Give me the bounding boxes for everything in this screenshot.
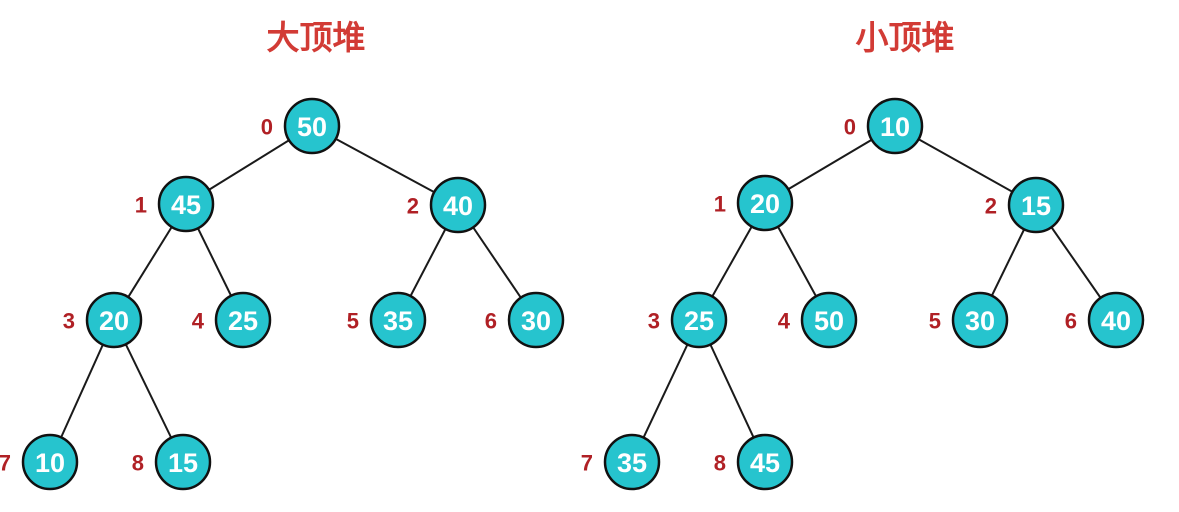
max-heap-node-index-7: 7 xyxy=(0,451,11,476)
max-heap-node-circle-1 xyxy=(157,175,215,233)
min-heap-node-circle-3 xyxy=(670,291,728,349)
min-heap-node-index-5: 5 xyxy=(929,309,941,334)
max-heap-node-value-4: 25 xyxy=(228,306,258,336)
max-heap-node-index-5: 5 xyxy=(347,309,359,334)
max-heap-node-circle-6 xyxy=(507,291,565,349)
min-heap-node-circle-1 xyxy=(736,174,794,232)
max-heap-node-circle-7 xyxy=(21,433,79,491)
min-heap-node-circle-6 xyxy=(1087,291,1145,349)
max-heap-node-value-6: 30 xyxy=(521,306,551,336)
min-heap-node-value-5: 30 xyxy=(965,306,995,336)
min-heap-node-index-4: 4 xyxy=(778,309,791,334)
min-heap-node-index-1: 1 xyxy=(714,192,726,217)
min-heap-node-value-6: 40 xyxy=(1101,306,1131,336)
min-heap-node-circle-2 xyxy=(1007,176,1065,234)
min-heap-node-value-7: 35 xyxy=(617,448,647,478)
min-heap-node-index-0: 0 xyxy=(844,115,856,140)
min-heap-node-circle-8 xyxy=(736,433,794,491)
max-heap-node-value-2: 40 xyxy=(443,191,473,221)
max-heap-node-index-4: 4 xyxy=(192,309,205,334)
max-heap-node-index-3: 3 xyxy=(63,309,75,334)
max-heap-node-circle-2 xyxy=(429,176,487,234)
min-heap-node-value-8: 45 xyxy=(750,448,780,478)
max-heap-node-circle-4 xyxy=(214,291,272,349)
max-heap-node-circle-3 xyxy=(85,291,143,349)
min-heap-node-index-3: 3 xyxy=(648,309,660,334)
max-heap-node-circle-5 xyxy=(369,291,427,349)
max-heap-node-value-0: 50 xyxy=(297,112,327,142)
max-heap-node-value-1: 45 xyxy=(171,190,201,220)
min-heap-node-value-4: 50 xyxy=(814,306,844,336)
min-heap-node-value-2: 15 xyxy=(1021,191,1051,221)
max-heap-node-value-7: 10 xyxy=(35,448,65,478)
max-heap-node-value-3: 20 xyxy=(99,306,129,336)
min-heap-node-circle-4 xyxy=(800,291,858,349)
max-heap-node-value-8: 15 xyxy=(168,448,198,478)
max-heap-node-index-0: 0 xyxy=(261,115,273,140)
min-heap-node-circle-5 xyxy=(951,291,1009,349)
min-heap-group: 10 0 20 1 15 2 25 3 50 4 30 5 40 6 35 7 45 8 xyxy=(581,97,1145,491)
min-heap-node-value-0: 10 xyxy=(880,112,910,142)
max-heap-node-circle-0 xyxy=(283,97,341,155)
min-heap-node-index-6: 6 xyxy=(1065,309,1077,334)
max-heap-title: 大顶堆 xyxy=(266,19,366,56)
min-heap-node-value-3: 25 xyxy=(684,306,714,336)
min-heap-node-index-8: 8 xyxy=(714,451,726,476)
min-heap-title: 小顶堆 xyxy=(855,19,955,56)
max-heap-node-index-6: 6 xyxy=(485,309,497,334)
min-heap-node-circle-0 xyxy=(866,97,924,155)
min-heap-node-index-7: 7 xyxy=(581,451,593,476)
min-heap-node-index-2: 2 xyxy=(985,194,997,219)
max-heap-node-index-2: 2 xyxy=(407,194,419,219)
max-heap-node-index-1: 1 xyxy=(135,193,147,218)
max-heap-group: 50 0 45 1 40 2 20 3 25 4 35 5 30 6 10 7 15 8 xyxy=(0,97,565,491)
max-heap-node-value-5: 35 xyxy=(383,306,413,336)
max-heap-node-index-8: 8 xyxy=(132,451,144,476)
min-heap-node-circle-7 xyxy=(603,433,661,491)
max-heap-node-circle-8 xyxy=(154,433,212,491)
min-heap-node-value-1: 20 xyxy=(750,189,780,219)
